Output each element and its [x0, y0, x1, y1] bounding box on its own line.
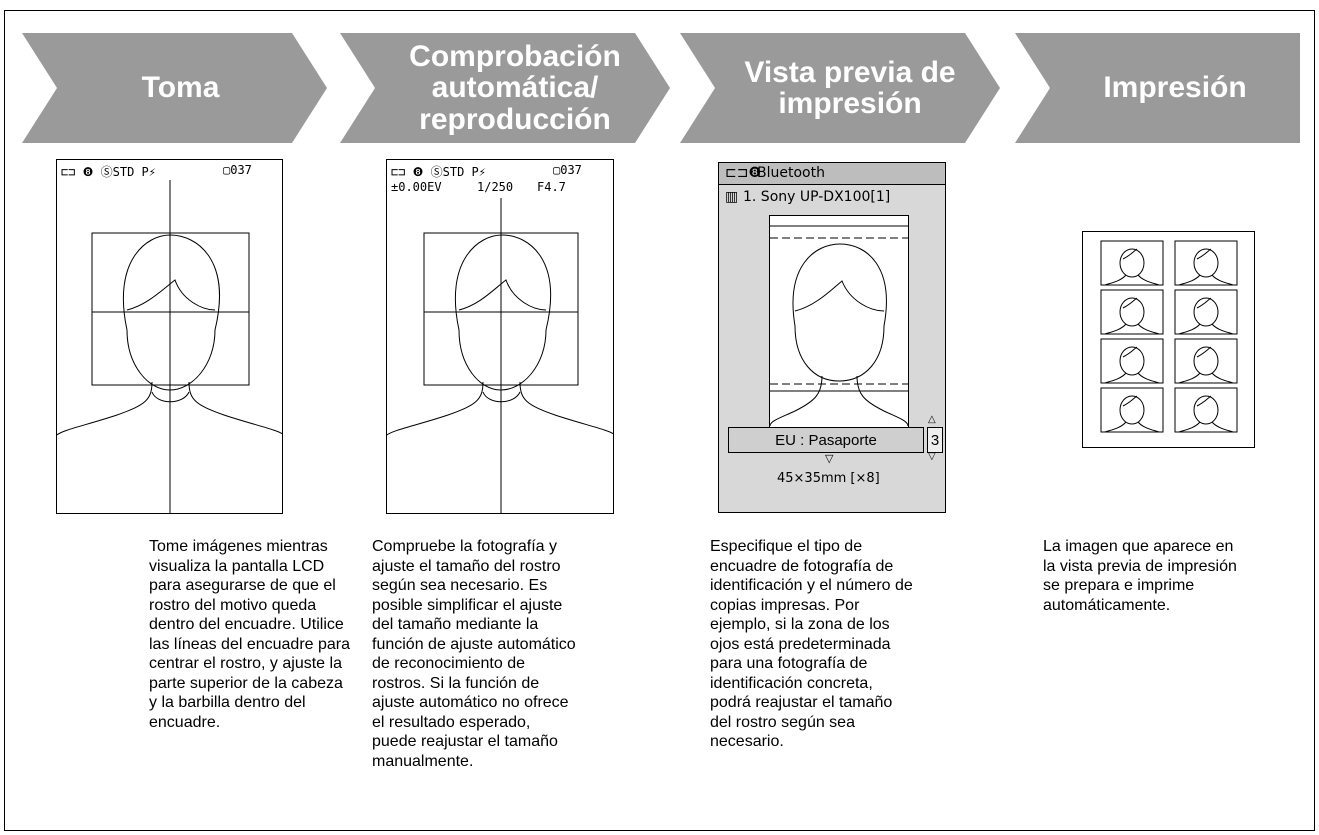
- description-vista-previa: Especifique el tipo de encuadre de fotog…: [710, 538, 913, 750]
- id-photo-grid-icon: [1100, 240, 1238, 433]
- copies-down-icon[interactable]: ▽: [928, 451, 936, 462]
- size-info: 45×35mm [×8]: [777, 471, 880, 486]
- id-photo-preview: [769, 215, 909, 439]
- step-impresion: Impresión: [1015, 33, 1300, 143]
- header-label: Bluetooth: [757, 165, 825, 181]
- face-preview-icon: [770, 225, 908, 427]
- printer-name: 1. Sony UP-DX100[1]: [743, 189, 891, 205]
- shot-counter: ▢037: [223, 163, 252, 177]
- status-icons: ⊏⊐ ❽ ⓈSTD P⚡: [61, 165, 157, 179]
- copies-value: 3: [930, 431, 940, 449]
- step-title: Impresión: [1103, 71, 1247, 105]
- exposure-value: ±0.00EV: [391, 180, 442, 194]
- header-bar: [719, 163, 945, 185]
- step-title: Toma: [141, 71, 220, 105]
- aperture-value: F4.7: [537, 180, 566, 194]
- bluetooth-icon: ⊏⊐❽: [725, 165, 762, 181]
- shutter-speed: 1/250: [477, 180, 514, 194]
- description-impresion: La imagen que aparece en la vista previa…: [1043, 538, 1237, 614]
- step-toma: Toma: [22, 33, 327, 143]
- step-vista-previa: Vista previa de impresión: [680, 33, 1000, 143]
- step-title: Vista previa de impresión: [744, 55, 956, 120]
- face-guide-icon: [57, 180, 282, 513]
- lcd-screen-comprobacion: ⊏⊐ ❽ ⓈSTD P⚡ ▢037 ±0.00EV 1/250 F4.7: [386, 159, 614, 514]
- lcd-screen-vista-previa: ⊏⊐❽ Bluetooth ▥ 1. Sony UP-DX100[1] △ EU…: [718, 162, 946, 513]
- description-toma: Tome imágenes mientras visualiza la pant…: [149, 538, 351, 731]
- copies-up-icon[interactable]: △: [928, 414, 936, 425]
- diagram-frame: [4, 10, 1315, 831]
- step-title: Comprobación automática/ reproducción: [409, 39, 621, 136]
- printer-icon: ▥: [725, 189, 739, 205]
- lcd-screen-toma: ⊏⊐ ❽ ⓈSTD P⚡ ▢037: [56, 159, 283, 514]
- printed-sheet: [1082, 231, 1255, 448]
- face-guide-icon: [387, 198, 613, 513]
- copies-counter[interactable]: 3: [927, 427, 943, 453]
- preset-label: EU : Pasaporte: [775, 431, 877, 449]
- shot-counter: ▢037: [553, 163, 582, 177]
- preset-selector[interactable]: EU : Pasaporte: [728, 427, 924, 453]
- step-comprobacion: Comprobación automática/ reproducción: [340, 33, 670, 143]
- down-arrow-icon[interactable]: ▽: [825, 452, 834, 465]
- status-icons: ⊏⊐ ❽ ⓈSTD P⚡: [391, 165, 487, 179]
- description-comprobacion: Compruebe la fotografía y ajuste el tama…: [372, 538, 576, 770]
